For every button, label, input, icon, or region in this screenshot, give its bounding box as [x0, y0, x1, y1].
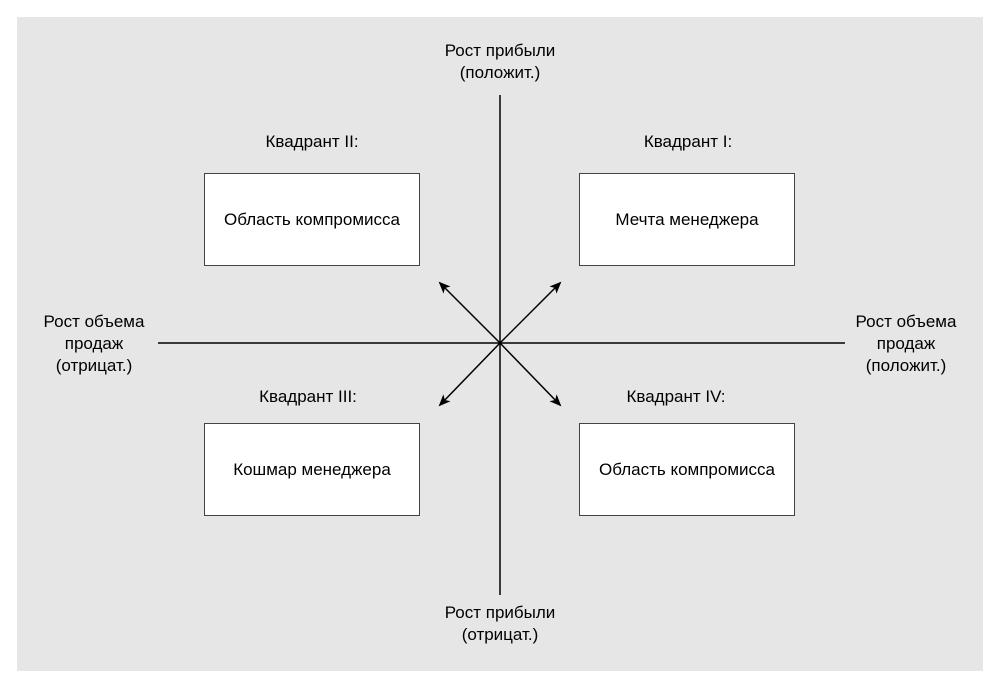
arrow-to-quadrant-1 — [499, 281, 562, 344]
axis-label-bottom: Рост прибыли (отрицат.) — [400, 602, 600, 646]
axis-label-left-line2: продаж — [64, 334, 124, 353]
quadrant-1-label: Мечта менеджера — [615, 209, 759, 229]
axis-label-left-line1: Рост объема — [43, 312, 145, 331]
axis-label-right-line1: Рост объема — [855, 312, 957, 331]
axis-label-right-line3: (положит.) — [865, 356, 947, 375]
axis-label-right-line2: продаж — [876, 334, 936, 353]
quadrant-3-title: Квадрант III: — [259, 387, 357, 406]
quadrant-1-box: Мечта менеджера — [579, 173, 795, 266]
quadrant-2-box: Область компромисса — [204, 173, 420, 266]
quadrant-3-label: Кошмар менеджера — [233, 459, 391, 479]
quadrant-4-title: Квадрант IV: — [626, 387, 726, 406]
arrow-to-quadrant-4 — [499, 342, 562, 407]
axis-label-top-line2: (положит.) — [459, 63, 541, 82]
axis-label-bottom-line1: Рост прибыли — [444, 603, 556, 622]
arrow-to-quadrant-3 — [438, 342, 501, 407]
axis-label-top-line1: Рост прибыли — [444, 41, 556, 60]
axis-label-bottom-line2: (отрицат.) — [461, 625, 539, 644]
axis-label-left: Рост объема продаж (отрицат.) — [20, 311, 168, 377]
quadrant-2-label: Область компромисса — [224, 209, 400, 229]
axis-label-top: Рост прибыли (положит.) — [400, 40, 600, 84]
quadrant-4-box: Область компромисса — [579, 423, 795, 516]
quadrant-2-title: Квадрант II: — [265, 132, 359, 151]
quadrant-4-label: Область компромисса — [599, 459, 775, 479]
axis-label-right: Рост объема продаж (положит.) — [832, 311, 980, 377]
axis-label-left-line3: (отрицат.) — [55, 356, 133, 375]
quadrant-3-box: Кошмар менеджера — [204, 423, 420, 516]
arrow-to-quadrant-2 — [438, 281, 501, 344]
quadrant-1-title: Квадрант I: — [643, 132, 733, 151]
